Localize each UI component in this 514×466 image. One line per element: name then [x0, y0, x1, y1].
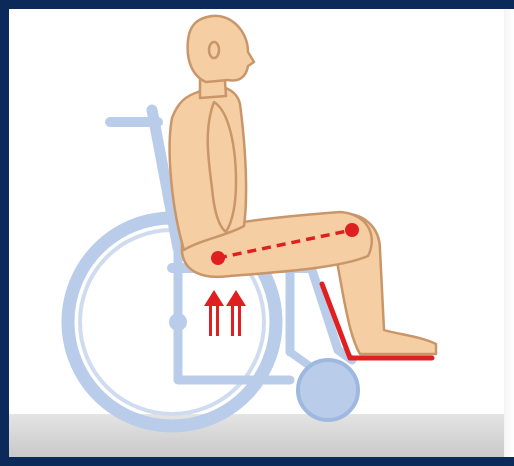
- axle-hub: [169, 313, 187, 331]
- head: [188, 16, 254, 82]
- ear: [209, 42, 219, 58]
- pressure-arrow: [226, 290, 246, 336]
- pressure-arrow: [204, 290, 224, 336]
- hip-point: [211, 251, 225, 265]
- knee-point: [345, 223, 359, 237]
- caster-wheel: [298, 360, 358, 420]
- right-edge-shadow: [504, 9, 514, 457]
